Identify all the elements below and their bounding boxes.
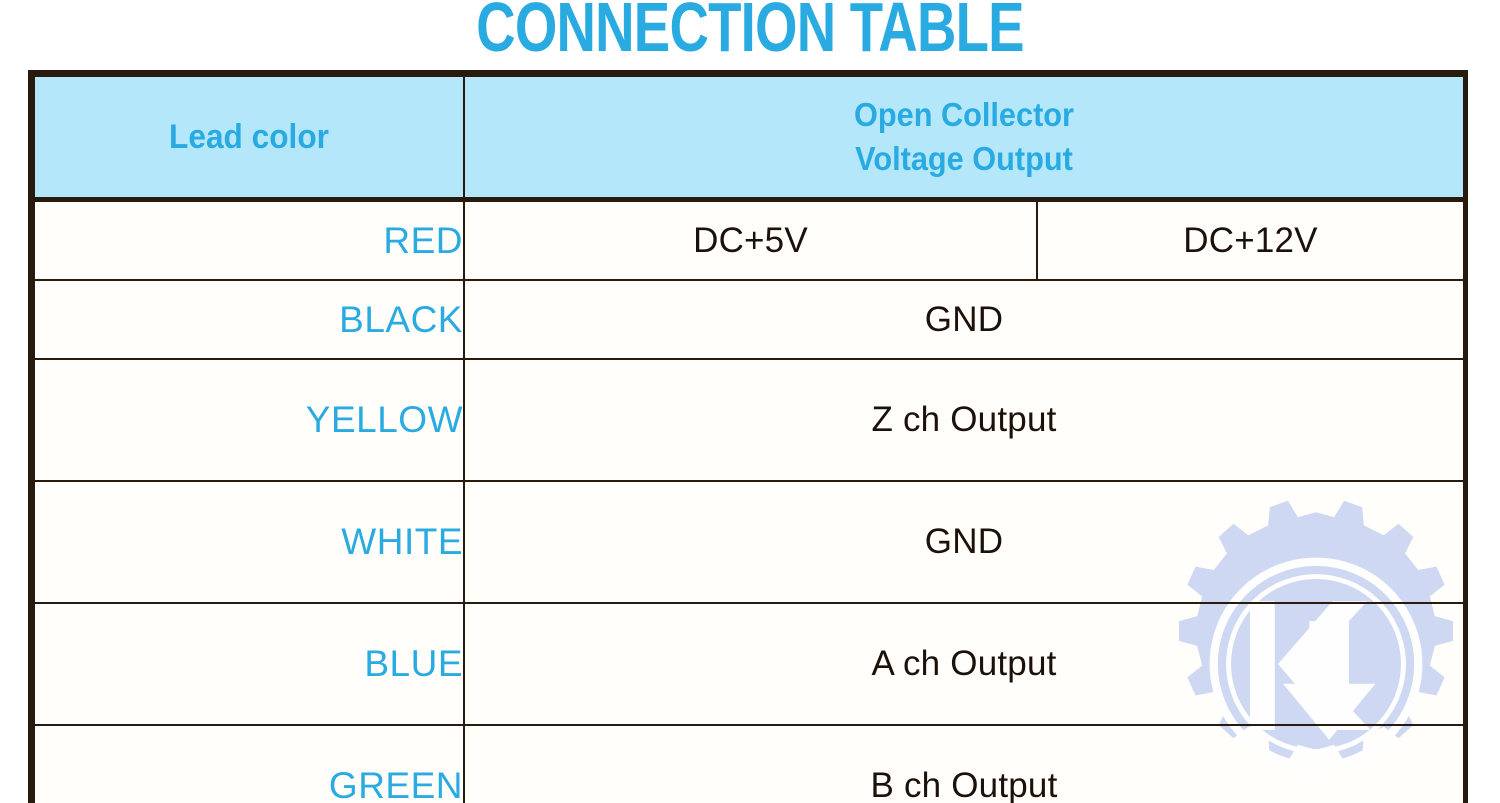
- column-header-open-collector: Open Collector Voltage Output: [464, 76, 1464, 200]
- table-header-row: Lead color Open Collector Voltage Output…: [34, 76, 1464, 200]
- open-collector-cell: Z ch Output: [464, 359, 1464, 481]
- lead-color-cell: RED: [34, 200, 464, 281]
- lead-color-cell: WHITE: [34, 481, 464, 603]
- overline-signal-label: A: [1465, 482, 1468, 521]
- table-row: WHITEGNDA ch Output: [34, 481, 1464, 603]
- page-title: CONNECTION TABLE: [165, 0, 1335, 62]
- open-collector-cell: GND: [464, 481, 1464, 603]
- table-row: BLACKGNDGND: [34, 280, 1464, 359]
- open-collector-cell: B ch Output: [464, 725, 1464, 803]
- overline-signal-label: B: [1465, 726, 1468, 765]
- lead-color-cell: GREEN: [34, 725, 464, 803]
- lead-color-cell: YELLOW: [34, 359, 464, 481]
- column-header-open-collector-label: Open Collector Voltage Output: [500, 93, 1428, 181]
- column-header-lead-color: Lead color: [34, 76, 464, 200]
- open-collector-cell: DC+12V: [1037, 200, 1464, 281]
- lead-color-cell: BLUE: [34, 603, 464, 725]
- open-collector-cell: A ch Output: [464, 603, 1464, 725]
- connection-table-grid: Lead color Open Collector Voltage Output…: [33, 75, 1465, 803]
- lead-color-cell: BLACK: [34, 280, 464, 359]
- connection-table: Lead color Open Collector Voltage Output…: [28, 70, 1468, 803]
- open-collector-cell: DC+5V: [464, 200, 1037, 281]
- open-collector-cell: GND: [464, 280, 1464, 359]
- column-header-lead-color-label: Lead color: [50, 117, 448, 157]
